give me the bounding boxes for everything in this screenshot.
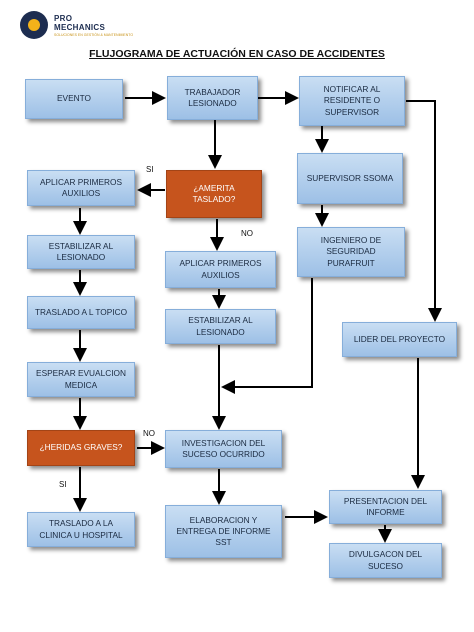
gear-logo-icon <box>20 11 48 39</box>
branch-label-no-traslado: NO <box>241 229 253 238</box>
logo-tagline: SOLUCIONES EN GESTIÓN & MANTENIMIENTO <box>54 33 134 37</box>
node-aplicar-primeros-auxilios-2: APLICAR PRIMEROS AUXILIOS <box>165 251 276 288</box>
branch-label-si-heridas: SI <box>59 480 67 489</box>
node-trabajador-lesionado: TRABAJADOR LESIONADO <box>167 76 258 120</box>
branch-label-si-traslado: SI <box>146 165 154 174</box>
node-lider-proyecto: LIDER DEL PROYECTO <box>342 322 457 357</box>
node-esperar-evaluacion: ESPERAR EVUALCION MEDICA <box>27 362 135 397</box>
logo-text-line1: PRO <box>54 14 73 23</box>
decision-heridas-graves: ¿HERIDAS GRAVES? <box>27 430 135 466</box>
company-logo: PRO MECHANICS SOLUCIONES EN GESTIÓN & MA… <box>20 10 133 42</box>
node-traslado-clinica: TRASLADO A LA CLINICA U HOSPITAL <box>27 512 135 547</box>
arrow-ingeniero-investigacion <box>221 278 313 394</box>
node-divulgacion-suceso: DIVULGACON DEL SUCESO <box>329 543 442 578</box>
decision-amerita-traslado: ¿AMERITA TASLADO? <box>166 170 262 218</box>
node-ingeniero-seguridad: INGENIERO DE SEGURIDAD PURAFRUIT <box>297 227 405 277</box>
node-investigacion-suceso: INVESTIGACION DEL SUCESO OCURRIDO <box>165 430 282 468</box>
node-elaboracion-informe: ELABORACION Y ENTREGA DE INFORME SST <box>165 505 282 558</box>
node-presentacion-informe: PRESENTACION DEL INFORME <box>329 490 442 524</box>
flowchart-title: FLUJOGRAMA DE ACTUACIÓN EN CASO DE ACCID… <box>89 48 385 60</box>
node-aplicar-primeros-auxilios-1: APLICAR PRIMEROS AUXILIOS <box>27 170 135 206</box>
arrow-notificar-lider <box>406 100 442 322</box>
node-evento: EVENTO <box>25 79 123 119</box>
logo-text-line2: MECHANICS <box>54 23 106 32</box>
node-estabilizar-lesionado-2: ESTABILIZAR AL LESIONADO <box>165 309 276 344</box>
branch-label-no-heridas: NO <box>143 429 155 438</box>
node-traslado-topico: TRASLADO A L TOPICO <box>27 296 135 329</box>
node-supervisor-ssoma: SUPERVISOR SSOMA <box>297 153 403 204</box>
node-estabilizar-lesionado-1: ESTABILIZAR AL LESIONADO <box>27 235 135 269</box>
node-notificar-residente: NOTIFICAR AL RESIDENTE O SUPERVISOR <box>299 76 405 126</box>
